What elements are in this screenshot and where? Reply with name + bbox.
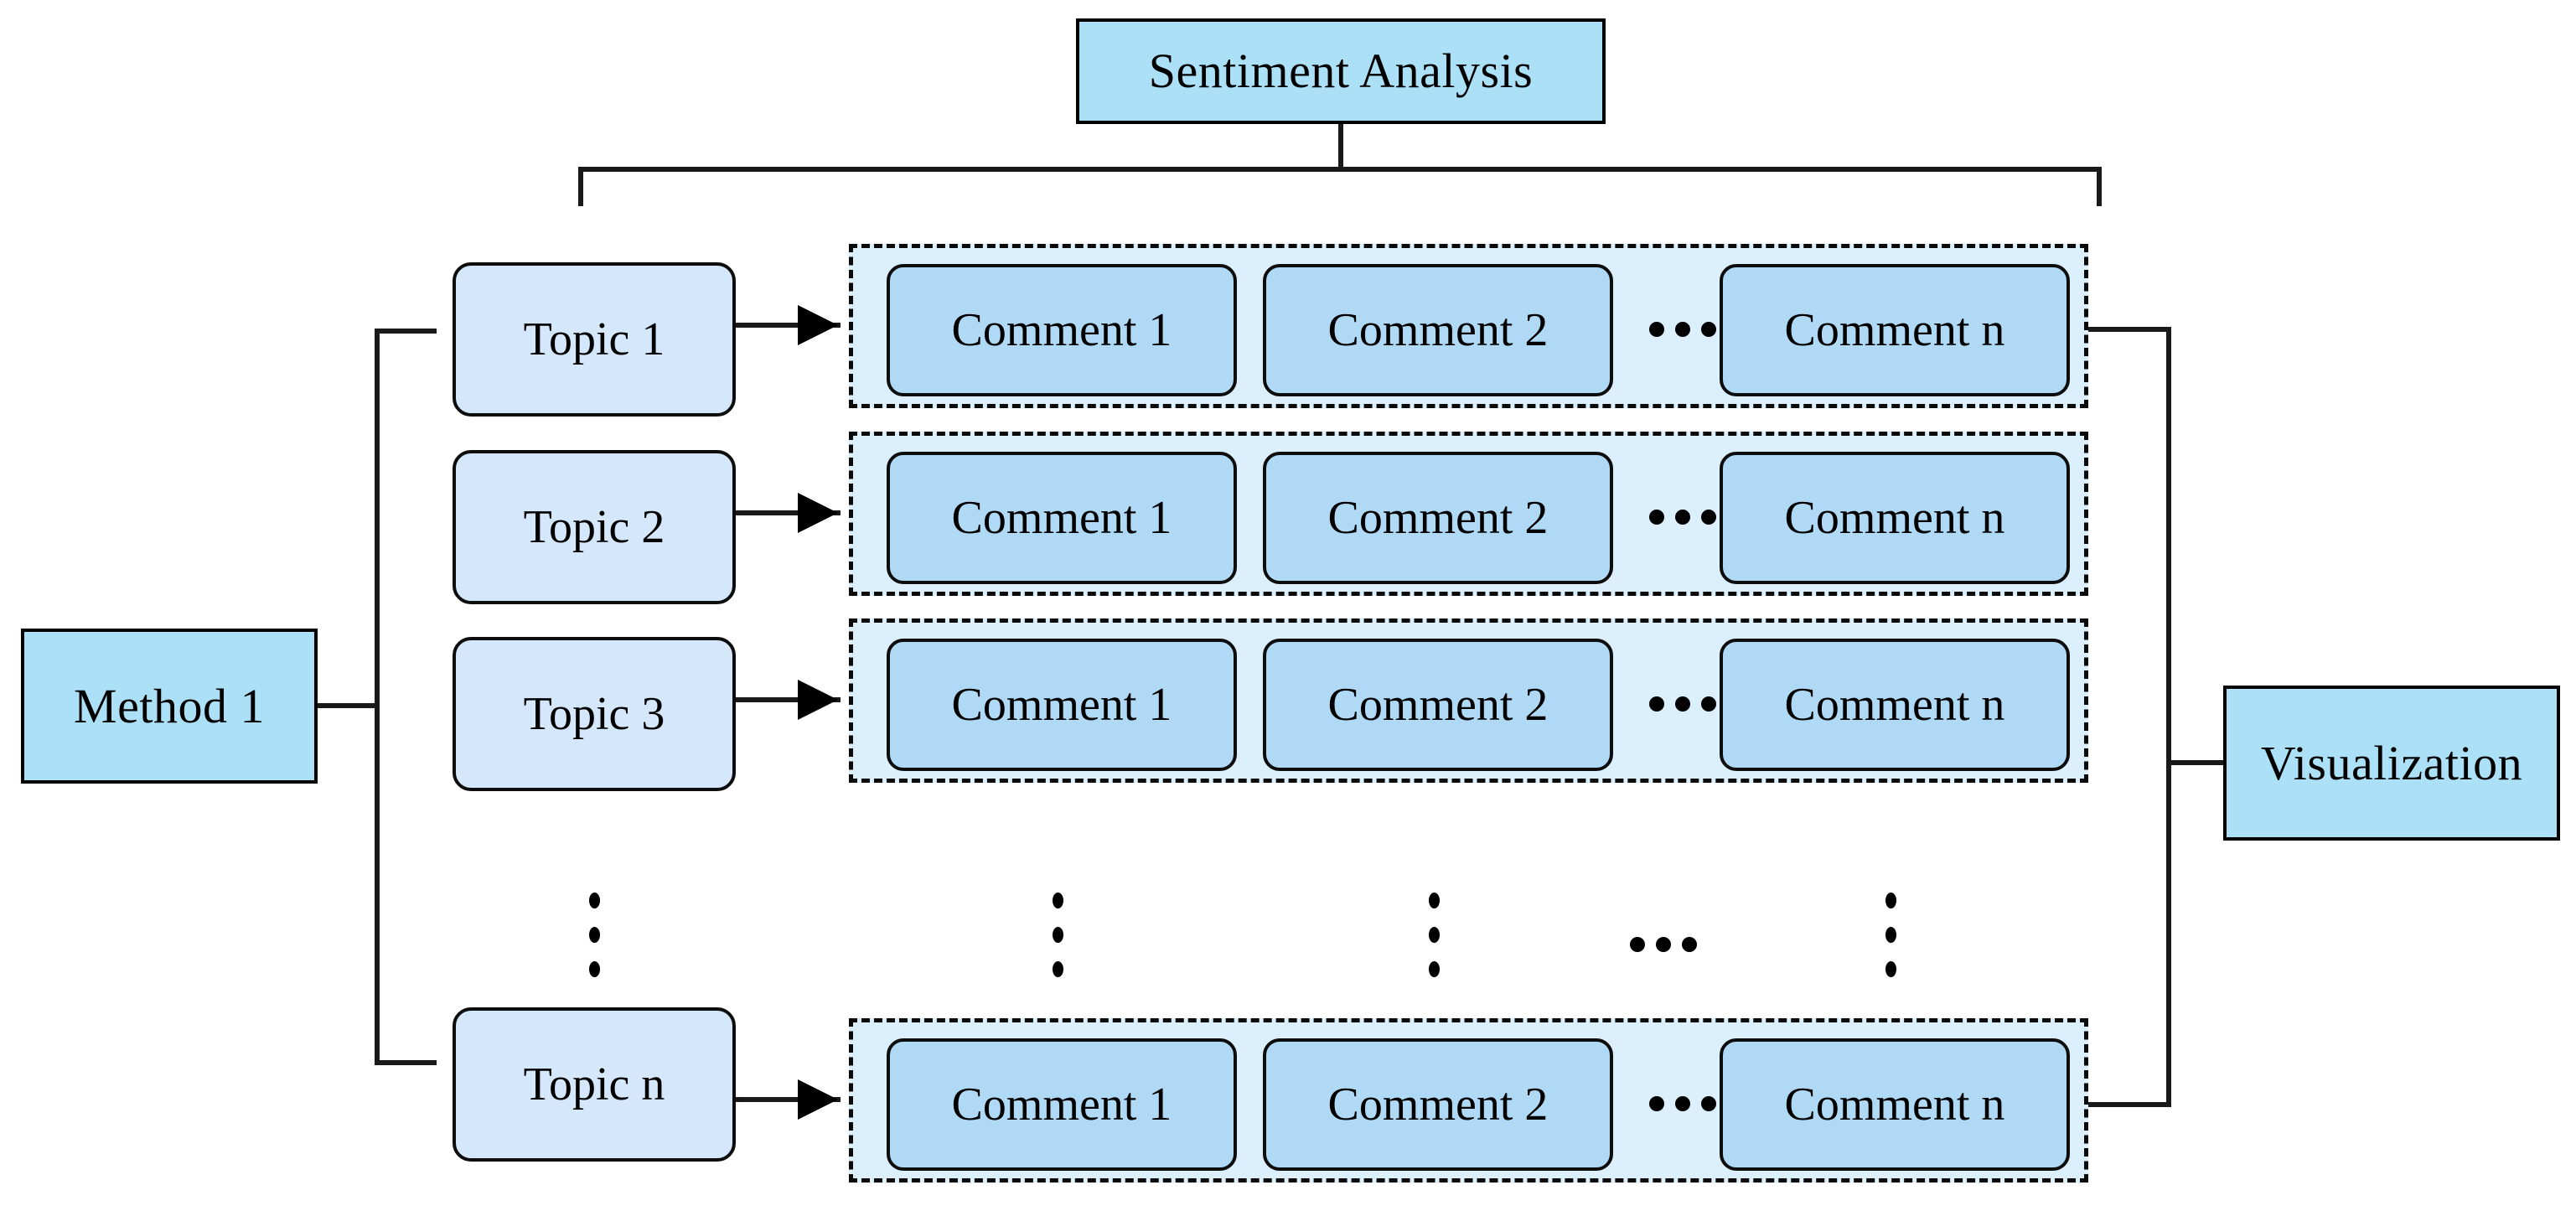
comment-column-n-vertical-ellipsis-icon	[1885, 893, 1896, 977]
arrowhead-group1	[798, 305, 838, 345]
comment-group-3: Comment 1 Comment 2 Comment n	[849, 618, 2088, 783]
sentiment-analysis-node[interactable]: Sentiment Analysis	[1076, 18, 1606, 124]
comment-column-1-vertical-ellipsis-icon	[1053, 893, 1063, 977]
arrowhead-group2	[798, 493, 838, 533]
comment-node-r3-c1[interactable]: Comment 1	[887, 639, 1237, 771]
comment-node-rn-cn[interactable]: Comment n	[1720, 1038, 2070, 1171]
comment-node-r3-c2[interactable]: Comment 2	[1263, 639, 1613, 771]
topic-node-1[interactable]: Topic 1	[453, 262, 736, 417]
comment-node-rn-c2[interactable]: Comment 2	[1263, 1038, 1613, 1171]
comment-row-1-ellipsis-icon	[1649, 322, 1716, 337]
comment-group-2: Comment 1 Comment 2 Comment n	[849, 432, 2088, 596]
comment-row-n-ellipsis-icon	[1649, 1096, 1716, 1111]
comment-row-2-ellipsis-icon	[1649, 510, 1716, 525]
comment-node-r3-cn[interactable]: Comment n	[1720, 639, 2070, 771]
method-1-node[interactable]: Method 1	[21, 629, 318, 784]
arrowhead-group3	[798, 680, 838, 720]
comment-node-r1-c1[interactable]: Comment 1	[887, 264, 1237, 396]
comment-node-r2-c2[interactable]: Comment 2	[1263, 452, 1613, 584]
middle-row-horizontal-ellipsis-icon	[1630, 937, 1697, 952]
topic-node-2[interactable]: Topic 2	[453, 450, 736, 604]
topic-node-n[interactable]: Topic n	[453, 1007, 736, 1162]
comment-node-rn-c1[interactable]: Comment 1	[887, 1038, 1237, 1171]
comment-group-n: Comment 1 Comment 2 Comment n	[849, 1018, 2088, 1183]
visualization-node[interactable]: Visualization	[2223, 686, 2560, 841]
comment-node-r2-cn[interactable]: Comment n	[1720, 452, 2070, 584]
topic-column-vertical-ellipsis-icon	[589, 893, 600, 977]
comment-node-r1-c2[interactable]: Comment 2	[1263, 264, 1613, 396]
comment-column-2-vertical-ellipsis-icon	[1429, 893, 1440, 977]
topic-node-3[interactable]: Topic 3	[453, 637, 736, 791]
comment-group-1: Comment 1 Comment 2 Comment n	[849, 244, 2088, 408]
comment-node-r2-c1[interactable]: Comment 1	[887, 452, 1237, 584]
arrowhead-groupn	[798, 1079, 838, 1120]
comment-row-3-ellipsis-icon	[1649, 696, 1716, 712]
arrowheads	[798, 305, 838, 1120]
comment-node-r1-cn[interactable]: Comment n	[1720, 264, 2070, 396]
